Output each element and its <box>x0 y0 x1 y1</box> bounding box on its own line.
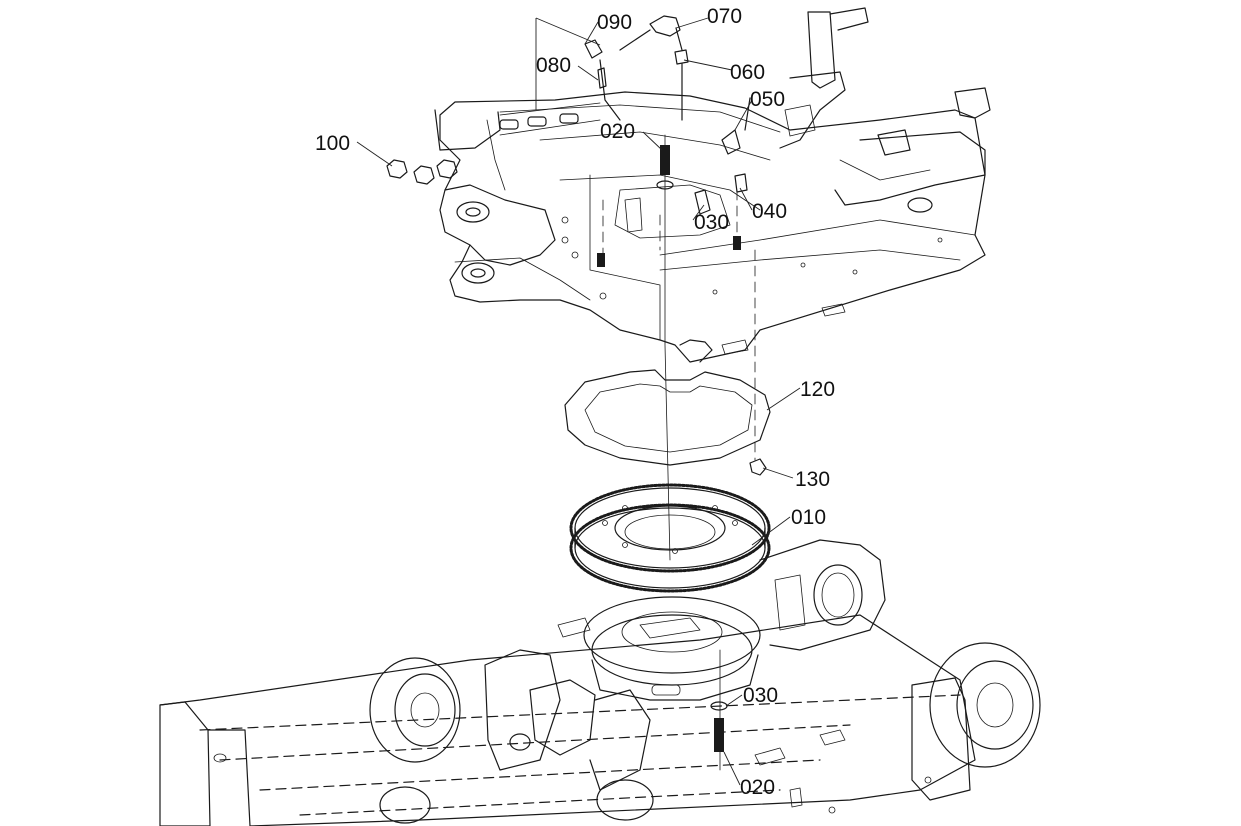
undercarriage <box>159 539 1041 826</box>
callout-050: 050 <box>750 88 785 111</box>
callout-120: 120 <box>800 378 835 401</box>
leader-lines <box>356 17 801 786</box>
callout-030-top: 030 <box>694 211 729 234</box>
part-120-cover-ring <box>564 369 771 466</box>
callout-080: 080 <box>536 54 571 77</box>
part-030-bottom-washer <box>710 701 728 711</box>
callout-020-top: 020 <box>600 120 635 143</box>
part-020-bottom-bolt <box>714 718 724 752</box>
callout-040: 040 <box>752 200 787 223</box>
callout-labels: 090 070 080 060 050 100 020 030 040 120 … <box>315 5 835 799</box>
callout-030-bottom: 030 <box>743 684 778 707</box>
callout-020-bottom: 020 <box>740 776 775 799</box>
pin-right <box>733 236 741 250</box>
swing-frame <box>434 7 991 363</box>
callout-090: 090 <box>597 11 632 34</box>
assembly-lines <box>602 134 756 771</box>
part-100-nuts <box>386 159 458 185</box>
callout-010: 010 <box>791 506 826 529</box>
callout-130: 130 <box>795 468 830 491</box>
callout-060: 060 <box>730 61 765 84</box>
part-030-top-washer <box>694 189 711 215</box>
part-010-swing-bearing <box>569 483 771 593</box>
hydraulic-hose-assembly <box>584 15 751 193</box>
part-130-bolt <box>749 458 767 476</box>
callout-100: 100 <box>315 132 350 155</box>
pin-left <box>597 253 605 267</box>
callout-070: 070 <box>707 5 742 28</box>
hose-fittings <box>499 102 601 136</box>
